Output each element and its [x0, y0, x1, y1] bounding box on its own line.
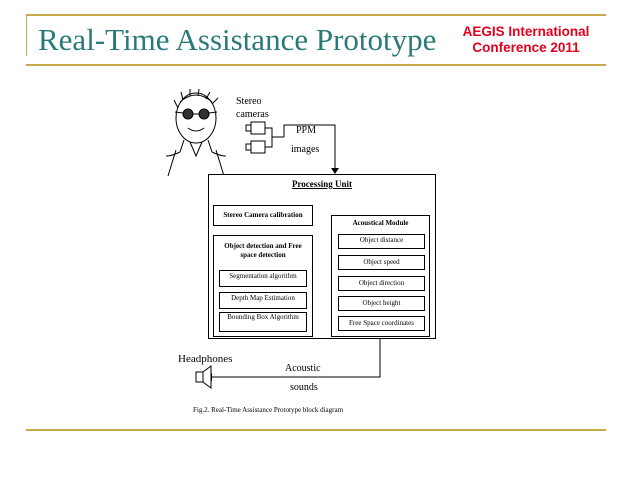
object-distance-label: Object distance [338, 236, 425, 245]
bottom-rule [26, 429, 606, 431]
sounds-label: sounds [290, 382, 318, 393]
segmentation-label: Segmentation algorithm [219, 272, 307, 281]
acoustical-module-title: Acoustical Module [331, 219, 430, 228]
stereo-cameras-icon [246, 122, 284, 153]
depth-map-label: Depth Map Estimation [219, 294, 307, 303]
object-detection-label-1: Object detection and Free [213, 242, 313, 251]
free-space-label: Free Space coordinates [338, 319, 425, 328]
processing-unit-title: Processing Unit [208, 179, 436, 190]
acoustic-label: Acoustic [285, 363, 321, 374]
object-speed-label: Object speed [338, 258, 425, 267]
person-icon [166, 89, 226, 176]
object-height-label: Object height [338, 299, 425, 308]
figure-caption: Fig.2. Real-Time Assistance Prototype bl… [193, 406, 343, 414]
ppm-label: PPM [296, 125, 316, 136]
headphones-label: Headphones [178, 353, 232, 365]
stereo-label-1: Stereo [236, 96, 262, 107]
object-detection-label-2: space detection [213, 251, 313, 260]
object-direction-label: Object direction [338, 279, 425, 288]
stereo-label-2: cameras [236, 109, 269, 120]
bounding-box-label: Bounding Box Algorithm [219, 313, 307, 322]
images-label: images [291, 144, 319, 155]
headphones-icon [196, 366, 211, 388]
calibration-label: Stereo Camera calibration [213, 211, 313, 220]
